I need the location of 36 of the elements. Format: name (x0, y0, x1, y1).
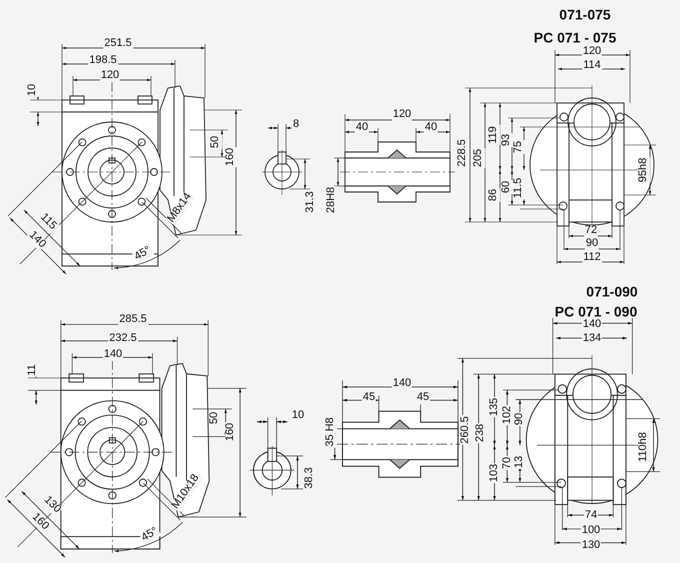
dimension-label: 140 (102, 349, 124, 361)
dimension-label: 72 (584, 225, 598, 237)
dimension-label: 40 (354, 122, 370, 134)
dimension-label: 40 (424, 122, 438, 134)
dimension-label: 90 (584, 238, 600, 250)
dimension-label: 140 (392, 378, 412, 390)
dimension-label: 50 (210, 134, 222, 150)
dimension-label: 205 (473, 148, 485, 168)
dimension-label: 95h8 (638, 156, 650, 184)
model-heading: PC 071 - 075 (532, 30, 618, 46)
dimension-label: 198.5 (88, 55, 118, 67)
dimension-label: 86 (488, 188, 500, 202)
dimension-label: 10 (27, 82, 39, 98)
dimension-label: 93 (501, 132, 513, 148)
dimension-label: 120 (582, 46, 602, 58)
dimension-label: 45 (416, 392, 430, 404)
dimension-label: 45 (362, 392, 376, 404)
dimension-label: 120 (392, 109, 412, 121)
dimension-label: 28H8 (326, 186, 338, 214)
dimension-label: 75 (513, 140, 525, 154)
dimension-label: 60 (501, 180, 513, 194)
dimension-label: 251.5 (103, 38, 133, 50)
dimension-label: 11 (27, 363, 39, 377)
model-heading: 071-075 (558, 8, 612, 22)
model-heading: PC 071 - 090 (554, 304, 638, 320)
dimension-label: 110h8 (638, 431, 650, 463)
dimension-label: 35 H8 (325, 416, 337, 448)
dimension-label: 119 (488, 125, 500, 145)
dimension-label: 114 (582, 60, 602, 72)
dimension-label: 11.5 (513, 176, 525, 200)
dimension-label: 8 (292, 119, 300, 131)
dimension-label: 112 (582, 252, 602, 264)
dimension-label: 285.5 (118, 314, 148, 326)
dimension-label: 120 (100, 70, 120, 82)
model-heading: 071-090 (585, 284, 639, 300)
dimension-label: 160 (225, 146, 237, 168)
